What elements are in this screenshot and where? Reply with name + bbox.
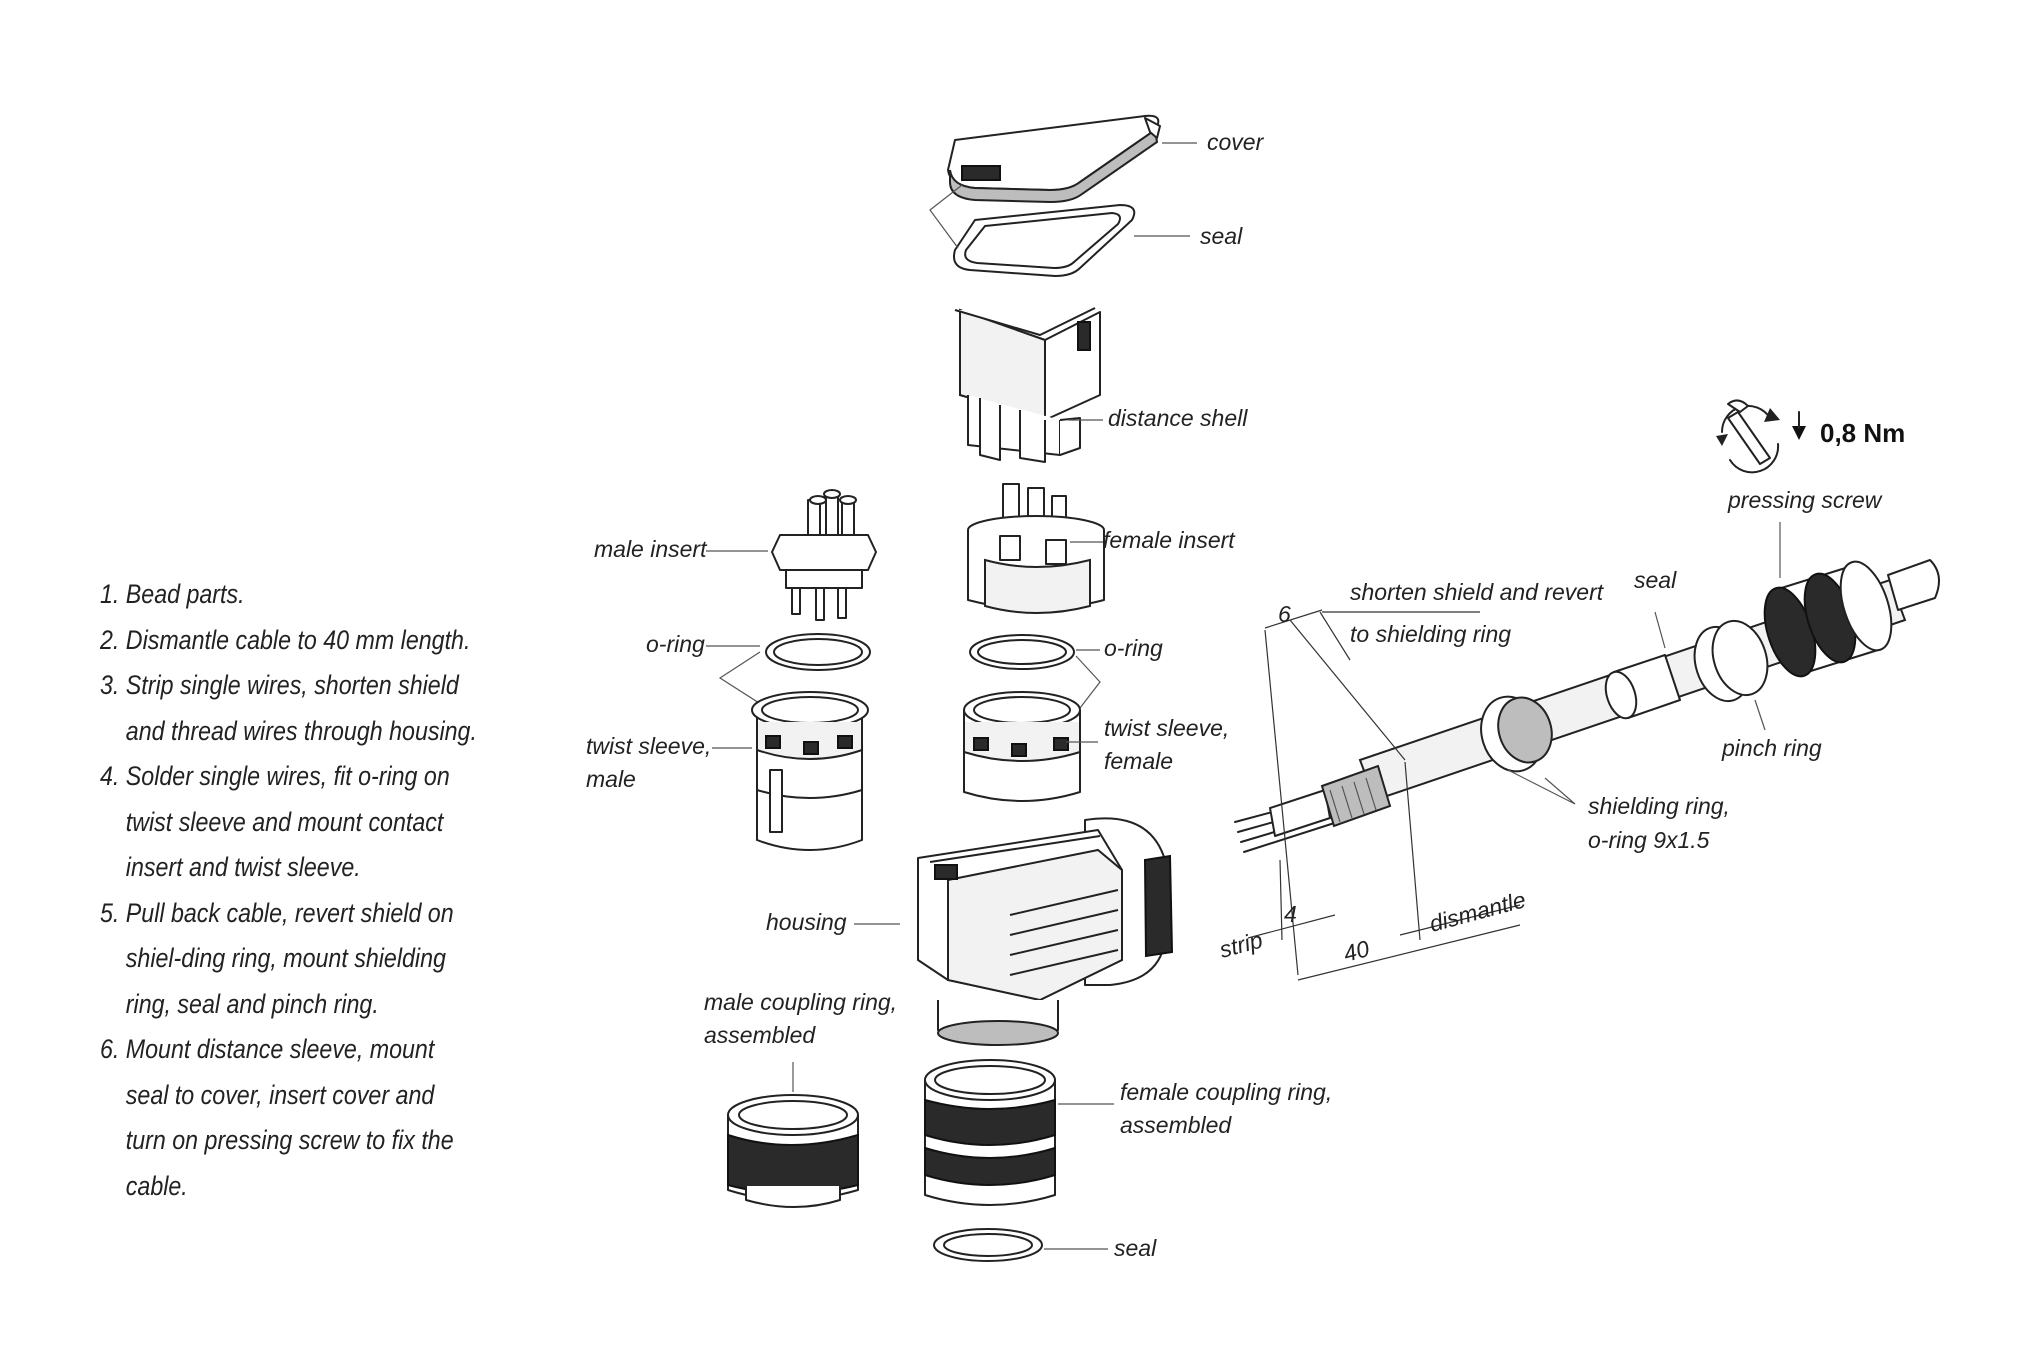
male-coupling-ring-part [727, 1094, 859, 1208]
label-seal-bottom: seal [1114, 1235, 1157, 1261]
female-insert-part [967, 483, 1105, 614]
instruction-step: 2.Dismantle cable to 40 mm length. [100, 618, 478, 664]
twist-sleeve-male-part [751, 691, 869, 851]
label-seal-cable: seal [1634, 567, 1677, 593]
step-number: 5. [100, 897, 120, 928]
label-pressing-screw: pressing screw [1727, 487, 1883, 513]
housing-part [917, 817, 1174, 1046]
instruction-step: 5.Pull back cable, revert shield on shie… [100, 891, 478, 1028]
instruction-step: 1.Bead parts. [100, 572, 478, 618]
o-ring-left-part [765, 633, 871, 671]
female-coupling-ring-part [924, 1059, 1056, 1206]
instruction-step: 6.Mount distance sleeve, mount seal to c… [100, 1027, 478, 1209]
o-ring-right-part [969, 634, 1075, 670]
step-text: Pull back cable, revert shield on shiel-… [125, 897, 454, 1019]
dimension-lines [1247, 609, 1521, 981]
label-shielding-ring-2: o-ring 9x1.5 [1588, 827, 1710, 853]
step-number: 1. [100, 579, 120, 609]
label-female-coupling-2: assembled [1120, 1112, 1232, 1138]
label-o-ring-left: o-ring [646, 631, 705, 657]
instruction-step: 3.Strip single wires, shorten shield and… [100, 663, 478, 754]
dimension-strip: 4 [1284, 901, 1297, 927]
label-female-insert: female insert [1103, 527, 1236, 553]
step-text: Solder single wires, fit o-ring on twist… [125, 761, 450, 882]
step-number: 3. [100, 670, 120, 700]
label-shielding-ring-1: shielding ring, [1588, 793, 1730, 819]
step-text: Strip single wires, shorten shield and t… [125, 670, 477, 746]
label-male-coupling-1: male coupling ring, [704, 989, 897, 1015]
step-number: 2. [100, 624, 120, 655]
cable-assembly [1234, 559, 1940, 853]
label-twist-sleeve-female-1: twist sleeve, [1104, 715, 1229, 741]
label-twist-sleeve-female-2: female [1104, 748, 1173, 774]
step-number: 6. [100, 1034, 120, 1064]
label-seal-top: seal [1200, 223, 1243, 249]
label-twist-sleeve-male-2: male [586, 766, 636, 792]
male-insert-part [771, 489, 877, 621]
instruction-step: 4.Solder single wires, fit o-ring on twi… [100, 754, 478, 891]
label-dismantle: dismantle [1427, 886, 1529, 937]
step-text: Bead parts. [125, 579, 245, 609]
torque-value: 0,8 Nm [1820, 418, 1905, 448]
bottom-seal-part [933, 1228, 1043, 1262]
label-pinch-ring: pinch ring [1721, 735, 1822, 761]
label-female-coupling-1: female coupling ring, [1120, 1079, 1332, 1105]
top-seal-part [953, 204, 1136, 277]
step-text: Mount distance sleeve, mount seal to cov… [125, 1034, 454, 1201]
assembly-instructions: 1.Bead parts. 2.Dismantle cable to 40 mm… [100, 572, 478, 1209]
cover-part [947, 114, 1161, 204]
label-male-insert: male insert [594, 536, 708, 562]
label-shorten-shield-2: to shielding ring [1350, 621, 1511, 647]
wrench-rotate-icon [1716, 399, 1806, 474]
dimension-dismantle: 40 [1341, 935, 1373, 967]
label-twist-sleeve-male-1: twist sleeve, [586, 733, 711, 759]
distance-shell-part [954, 307, 1101, 463]
label-cover: cover [1207, 129, 1265, 155]
label-distance-shell: distance shell [1108, 405, 1248, 431]
label-male-coupling-2: assembled [704, 1022, 816, 1048]
label-housing: housing [766, 909, 847, 935]
step-number: 4. [100, 761, 120, 791]
label-o-ring-right: o-ring [1104, 635, 1163, 661]
label-strip: strip [1217, 926, 1266, 962]
step-text: Dismantle cable to 40 mm length. [125, 624, 471, 655]
twist-sleeve-female-part [963, 691, 1081, 802]
dimension-shield: 6 [1278, 601, 1291, 627]
label-shorten-shield-1: shorten shield and revert [1350, 579, 1605, 605]
